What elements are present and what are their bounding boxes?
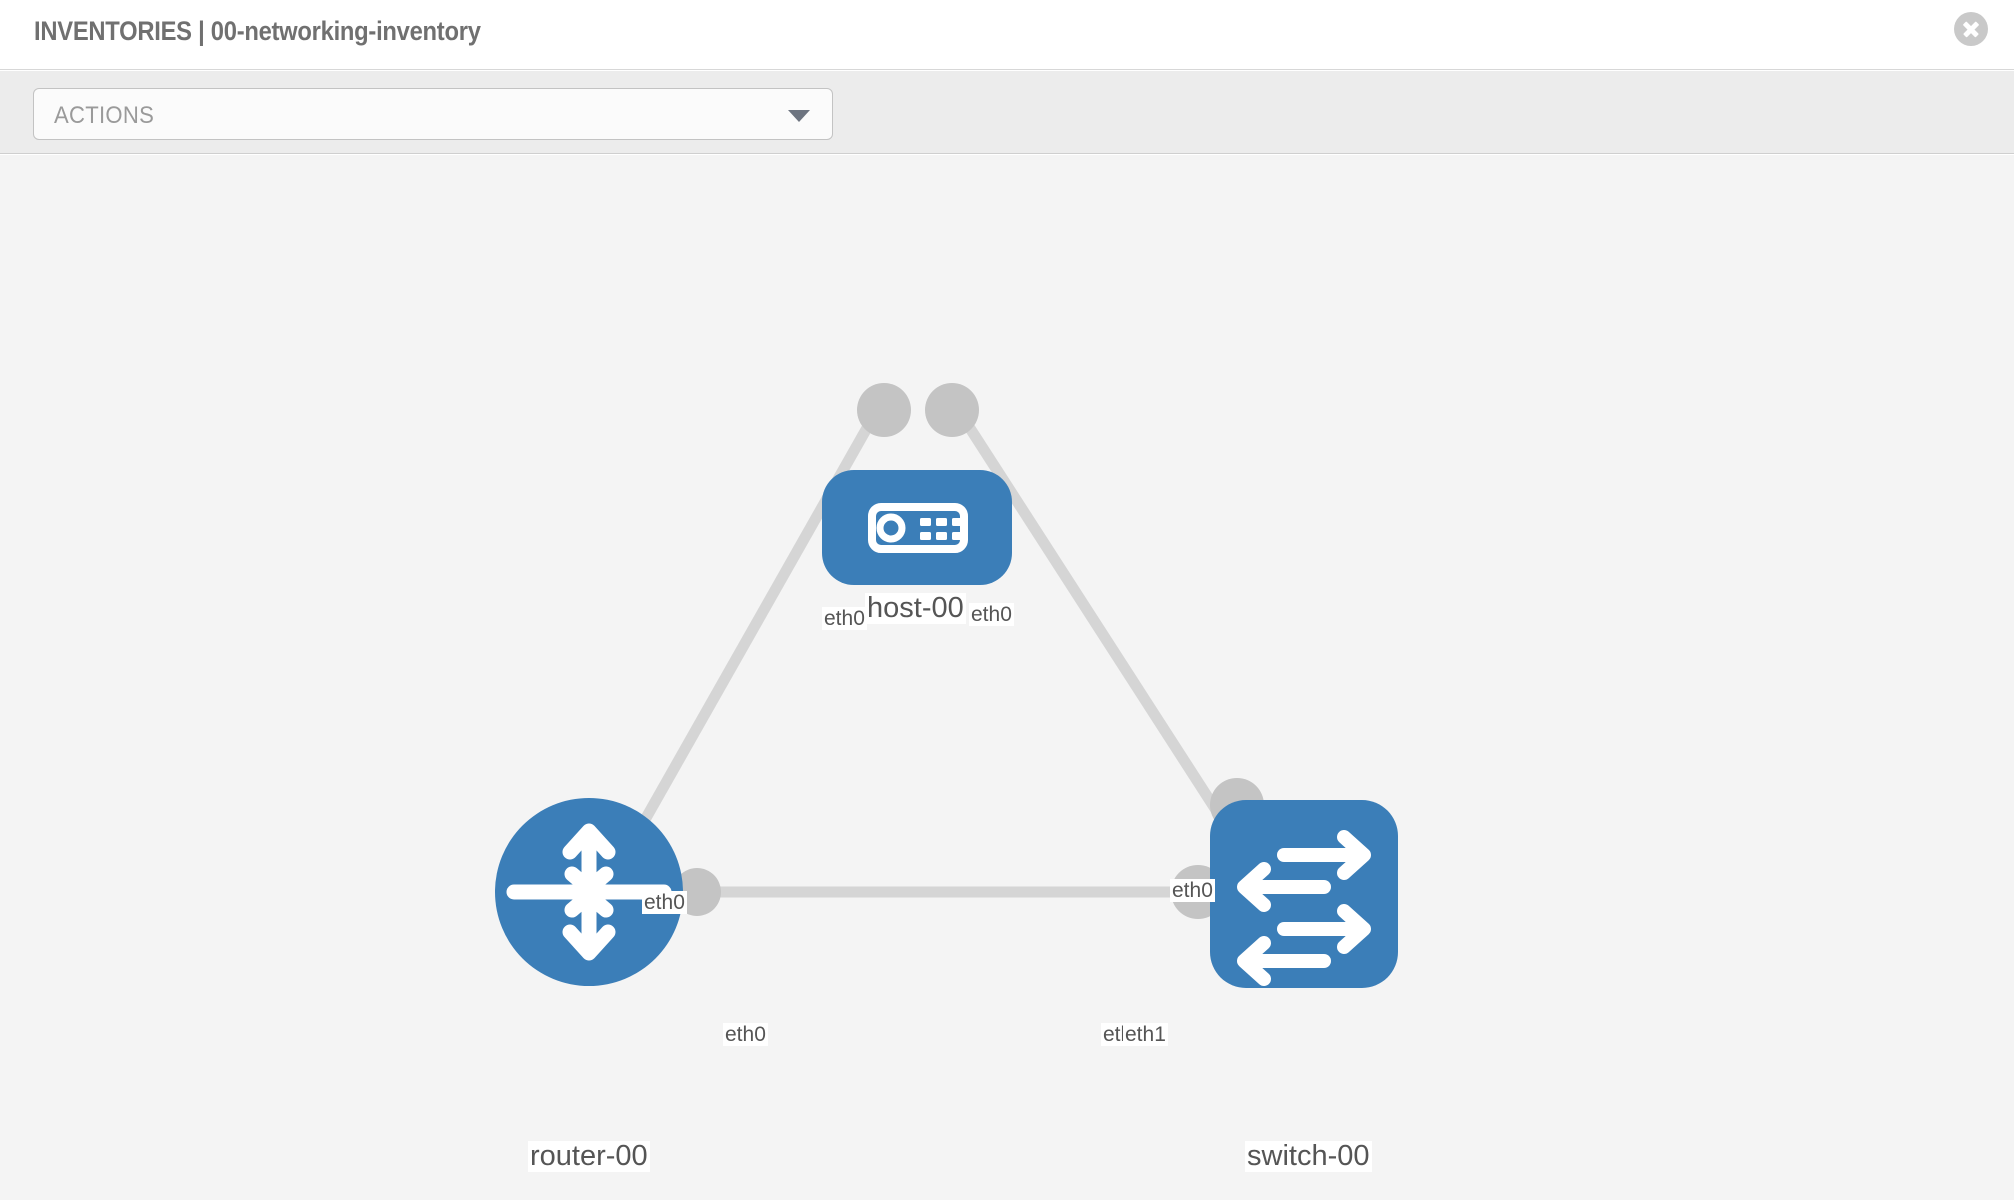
node-switch-00 <box>1210 800 1398 988</box>
node-label-switch-00: switch-00 <box>1245 1140 1372 1172</box>
edge-label-switch-left-iface-b: eth1 <box>1123 1023 1168 1046</box>
edge-label-host-left-iface: eth0 <box>822 607 867 630</box>
edge-label-host-right-iface: eth0 <box>969 603 1014 626</box>
edge-host-switch <box>950 402 1250 858</box>
port-host-left <box>857 383 911 437</box>
edge-label-router-up-iface: eth0 <box>642 891 687 914</box>
toolbar: ACTIONS SEARCH <box>0 71 2014 211</box>
edge-label-router-right-iface: eth0 <box>723 1023 768 1046</box>
page-title: INVENTORIES | 00-networking-inventory <box>34 16 481 46</box>
server-icon <box>868 503 968 553</box>
close-icon[interactable] <box>1954 12 1988 46</box>
switch-arrows-icon <box>1237 830 1371 986</box>
topology-graph <box>495 383 1398 988</box>
page-header: INVENTORIES | 00-networking-inventory <box>0 0 2014 70</box>
topology-ports <box>616 383 1264 919</box>
node-label-router-00: router-00 <box>528 1140 650 1172</box>
node-label-host-00: host-00 <box>865 592 966 624</box>
edge-label-switch-up-iface: eth0 <box>1170 879 1215 902</box>
actions-dropdown-label: ACTIONS <box>54 102 155 129</box>
server-icon-leds <box>920 518 963 540</box>
node-host-00 <box>822 470 1012 585</box>
port-host-right <box>925 383 979 437</box>
actions-dropdown[interactable]: ACTIONS <box>33 88 833 140</box>
chevron-down-icon <box>788 110 810 122</box>
topology-canvas[interactable]: eth0 host-00 eth0 eth0 eth0 eth0 eth eth… <box>0 155 2014 1200</box>
